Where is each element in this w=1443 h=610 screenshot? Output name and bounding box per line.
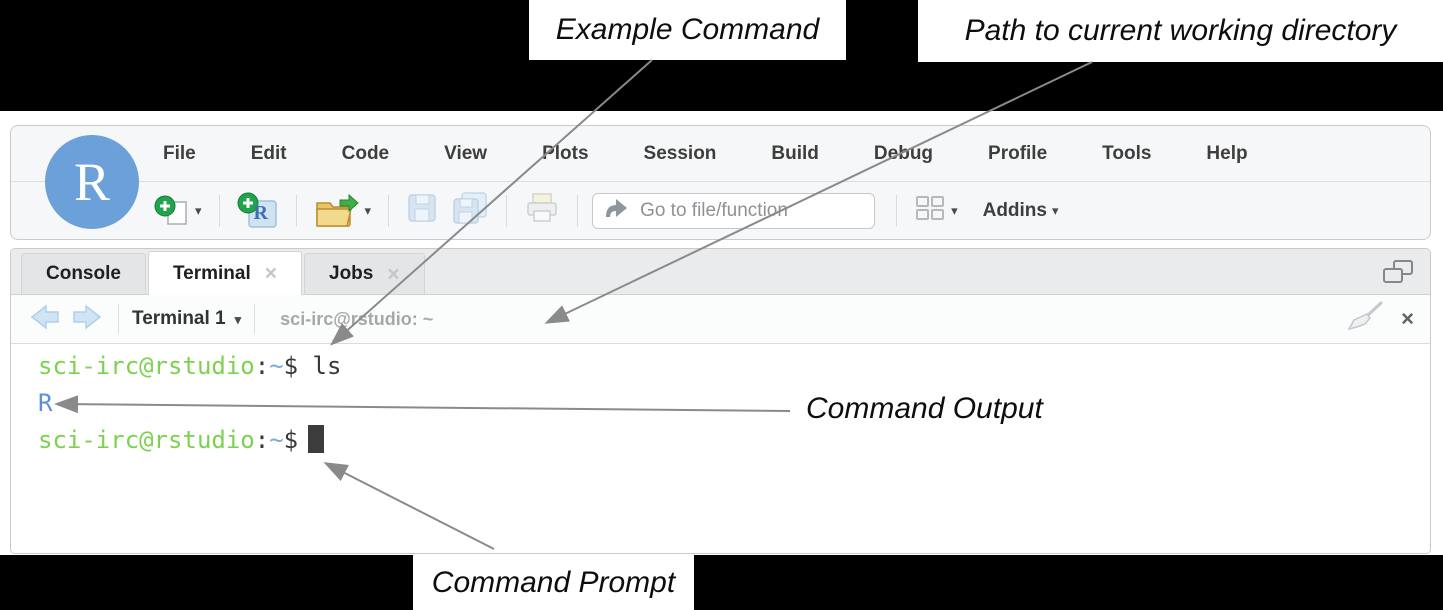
terminal-line-output: R	[38, 385, 1430, 422]
close-terminal-icon[interactable]: ×	[1401, 306, 1414, 331]
menu-code[interactable]: Code	[341, 142, 390, 164]
rstudio-window-chrome: R File Edit Code View Plots Session Buil…	[10, 125, 1431, 240]
pane-tab-bar: Console Terminal × Jobs ×	[11, 249, 1430, 295]
open-folder-icon	[314, 193, 360, 228]
maximize-pane-button[interactable]	[1382, 259, 1414, 292]
goto-file-function-input[interactable]	[638, 198, 865, 223]
toolbar-separator	[295, 194, 297, 227]
save-all-icon	[451, 191, 489, 230]
toolbar-separator	[118, 304, 119, 334]
open-file-caret-icon: ▾	[364, 203, 372, 218]
terminal-selector[interactable]: Terminal 1 ▾	[132, 308, 241, 330]
menu-build[interactable]: Build	[771, 142, 819, 164]
tab-terminal-label: Terminal	[172, 262, 251, 284]
toolbar-separator	[388, 194, 390, 227]
terminal-selector-label: Terminal 1	[132, 308, 226, 329]
prompt-user: sci-irc@rstudio	[38, 352, 255, 380]
menu-bar: File Edit Code View Plots Session Build …	[11, 126, 1430, 182]
new-file-caret-icon: ▾	[195, 203, 202, 218]
path-cwd-label: Path to current working directory	[918, 0, 1443, 62]
tab-jobs-label: Jobs	[329, 263, 374, 284]
terminal-cursor	[308, 425, 325, 453]
print-button[interactable]	[521, 190, 563, 231]
terminal-back-button[interactable]	[27, 302, 63, 337]
panes-layout-button[interactable]: ▾	[911, 192, 961, 229]
tab-jobs[interactable]: Jobs ×	[304, 253, 425, 294]
menu-view[interactable]: View	[444, 142, 488, 164]
toolbar-separator	[254, 304, 256, 334]
command-prompt-label: Command Prompt	[413, 555, 694, 610]
prompt-tilde: ~	[269, 352, 284, 380]
command-output-label: Command Output	[806, 392, 1043, 425]
toolbar-separator	[577, 194, 579, 227]
prompt-colon: :	[254, 352, 270, 380]
new-file-button[interactable]: ▾	[151, 192, 205, 230]
broom-icon	[1347, 301, 1383, 330]
addins-label: Addins	[982, 199, 1047, 221]
command-output-text: R	[38, 389, 53, 417]
maximize-pane-icon	[1383, 260, 1413, 283]
new-project-r-glyph: R	[253, 201, 268, 224]
menu-profile[interactable]: Profile	[988, 142, 1048, 164]
forward-arrow-icon	[73, 303, 102, 330]
terminal-line-prompt: sci-irc@rstudio:~$	[38, 422, 1430, 459]
save-icon	[406, 192, 438, 229]
prompt-dollar: $	[283, 426, 299, 454]
terminal-toolbar: Terminal 1 ▾ sci-irc@rstudio: ~ ×	[11, 295, 1430, 344]
rstudio-logo-letter: R	[73, 152, 111, 212]
clear-terminal-button[interactable]	[1345, 300, 1385, 339]
tab-console-label: Console	[46, 263, 121, 284]
panes-grid-icon	[914, 194, 946, 227]
terminal-selector-caret-icon: ▾	[234, 311, 242, 327]
print-icon	[524, 192, 560, 229]
toolbar-separator	[218, 194, 220, 227]
typed-command: ls	[298, 352, 342, 380]
save-all-button[interactable]	[448, 189, 492, 232]
back-arrow-icon	[30, 303, 59, 330]
prompt-colon: :	[254, 426, 270, 454]
main-toolbar: ▾ R ▾	[11, 182, 1430, 239]
menu-help[interactable]: Help	[1206, 142, 1248, 164]
new-file-icon	[154, 194, 190, 228]
tab-console[interactable]: Console	[21, 253, 146, 294]
tab-jobs-close-icon[interactable]: ×	[387, 262, 400, 286]
menu-debug[interactable]: Debug	[873, 142, 934, 164]
goto-arrow-icon	[603, 197, 629, 224]
new-project-button[interactable]: R	[234, 190, 282, 232]
addins-button[interactable]: Addins ▾	[980, 198, 1062, 224]
terminal-forward-button[interactable]	[69, 302, 105, 337]
terminal-cwd-label: sci-irc@rstudio: ~	[280, 308, 434, 329]
goto-file-function-box[interactable]	[592, 192, 876, 229]
panes-caret-icon: ▾	[951, 203, 958, 218]
prompt-user: sci-irc@rstudio	[38, 426, 255, 454]
menu-file[interactable]: File	[163, 142, 196, 164]
terminal-content[interactable]: sci-irc@rstudio:~$ ls R sci-irc@rstudio:…	[11, 344, 1430, 553]
prompt-tilde: ~	[269, 426, 284, 454]
open-file-button[interactable]: ▾	[311, 192, 375, 230]
tab-terminal[interactable]: Terminal ×	[147, 251, 302, 295]
terminal-line-command: sci-irc@rstudio:~$ ls	[38, 348, 1430, 385]
menu-plots[interactable]: Plots	[542, 142, 589, 164]
menu-edit[interactable]: Edit	[250, 142, 287, 164]
bottom-annotation-band	[0, 555, 1443, 610]
save-button[interactable]	[403, 190, 441, 231]
example-command-label: Example Command	[529, 0, 846, 60]
menu-tools[interactable]: Tools	[1102, 142, 1152, 164]
addins-caret-icon: ▾	[1051, 203, 1059, 218]
new-project-icon: R	[237, 192, 279, 230]
toolbar-separator	[896, 194, 898, 227]
tab-terminal-close-icon[interactable]: ×	[264, 262, 277, 285]
menu-session[interactable]: Session	[643, 142, 717, 164]
terminal-pane: Console Terminal × Jobs ×	[10, 248, 1431, 554]
rstudio-logo: R	[45, 135, 139, 229]
toolbar-separator	[506, 194, 508, 227]
prompt-dollar: $	[283, 352, 299, 380]
